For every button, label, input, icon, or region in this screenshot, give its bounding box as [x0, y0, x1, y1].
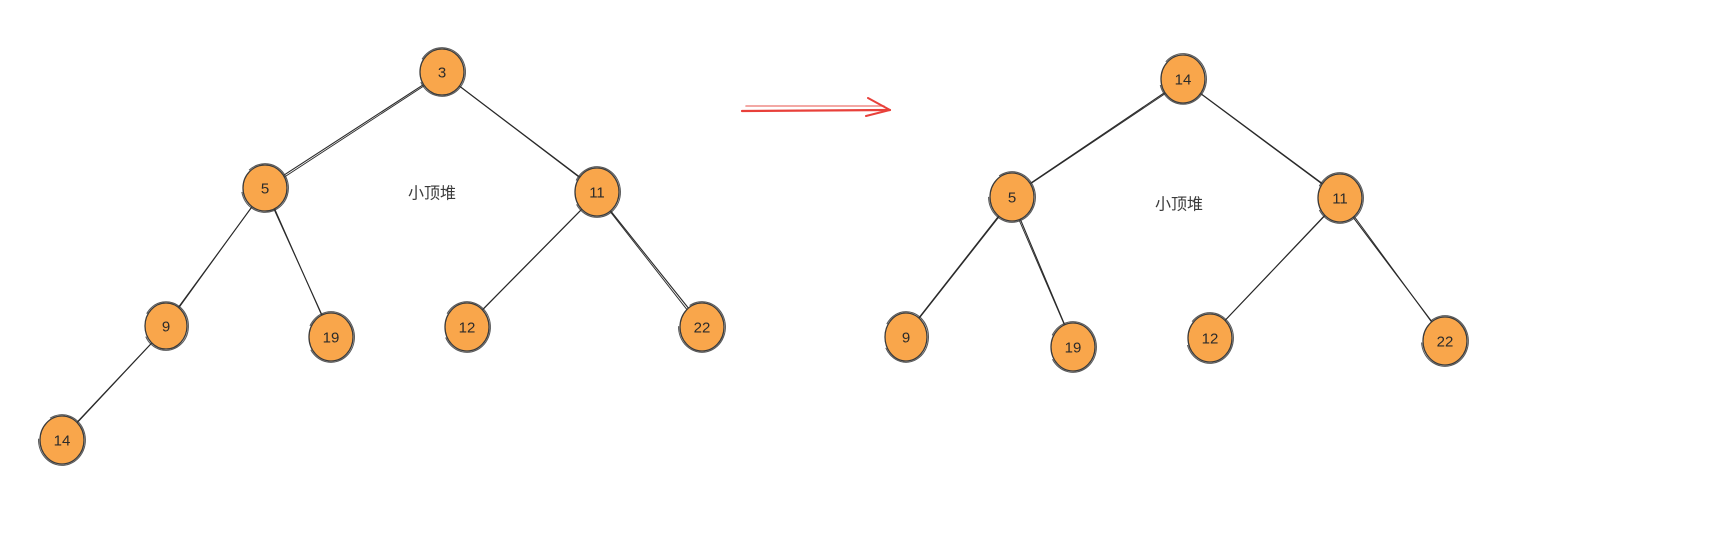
tree-edge — [917, 214, 1001, 320]
tree-node[interactable]: 19 — [308, 311, 355, 363]
tree-node[interactable]: 22 — [678, 301, 726, 353]
tree-edge — [456, 83, 583, 180]
right-heap-caption: 小顶堆 — [1155, 195, 1203, 214]
tree-node[interactable]: 9 — [884, 311, 929, 363]
tree-edge — [281, 83, 427, 179]
tree-edge — [1018, 216, 1066, 328]
tree-edge — [607, 208, 691, 312]
left-heap-caption: 小顶堆 — [408, 184, 456, 203]
tree-node[interactable]: 12 — [1186, 312, 1234, 364]
tree-node[interactable]: 11 — [574, 166, 621, 218]
tree-edge — [1028, 90, 1168, 186]
right-tree-nodes: 14 5 11 9 19 12 22 — [884, 53, 1469, 373]
tree-edge — [75, 341, 154, 425]
tree-edge — [480, 206, 585, 312]
tree-node[interactable]: 11 — [1317, 172, 1364, 224]
tree-node[interactable]: 14 — [38, 414, 86, 466]
tree-node[interactable]: 5 — [241, 163, 289, 213]
tree-node[interactable]: 5 — [988, 171, 1036, 223]
right-heap-tree: 14 5 11 9 19 12 22 小顶堆 — [884, 53, 1469, 373]
arrow-head-icon — [865, 97, 891, 117]
tree-node[interactable]: 3 — [419, 47, 466, 97]
tree-node[interactable]: 19 — [1050, 321, 1097, 373]
transition-arrow — [740, 97, 892, 117]
tree-edge — [1198, 91, 1325, 186]
tree-edge — [272, 206, 324, 318]
left-tree-nodes: 3 5 11 9 19 12 22 14 — [38, 47, 726, 466]
tree-node[interactable]: 14 — [1159, 53, 1207, 105]
tree-node[interactable]: 9 — [144, 301, 189, 351]
tree-edge — [1223, 213, 1327, 323]
tree-node[interactable]: 12 — [444, 301, 491, 353]
left-tree-edges — [75, 83, 691, 425]
right-tree-edges — [917, 90, 1435, 328]
arrow-shaft-main — [740, 108, 892, 113]
tree-node[interactable]: 22 — [1421, 315, 1469, 367]
left-heap-tree: 3 5 11 9 19 12 22 14 小顶堆 — [38, 47, 726, 466]
tree-edge — [1351, 214, 1435, 326]
tree-edge — [176, 204, 254, 311]
